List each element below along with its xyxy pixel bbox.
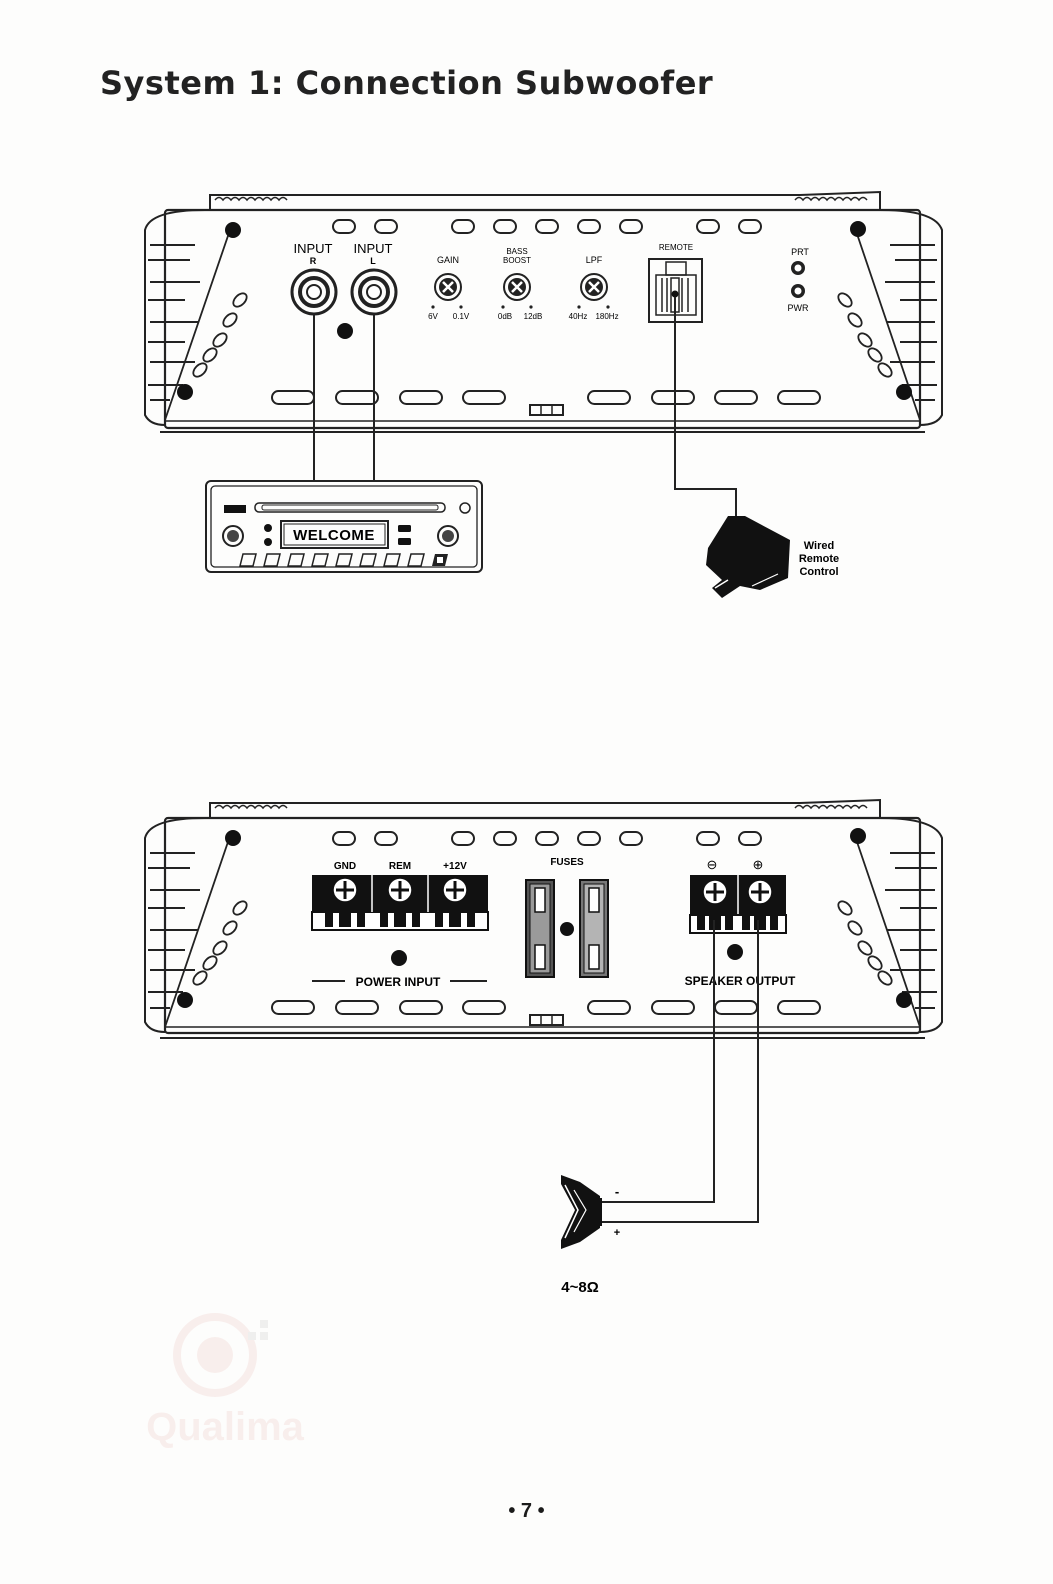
pwr-label: PWR [788, 303, 809, 313]
gain-max-label: 0.1V [453, 312, 470, 321]
page-number: • 7 • [0, 1500, 1053, 1523]
speaker-minus-label: - [615, 1184, 619, 1199]
lpf-min-label: 40Hz [569, 312, 588, 321]
rca-cables [314, 314, 374, 481]
fuse-1[interactable] [526, 880, 554, 977]
gain-label: GAIN [437, 255, 459, 265]
gain-min-label: 6V [428, 312, 438, 321]
remote-cable [675, 297, 736, 517]
12v-label: +12V [443, 861, 467, 872]
lpf-label: LPF [586, 255, 603, 265]
lpf-knob[interactable] [581, 274, 607, 300]
input-l-label: INPUT [354, 241, 393, 256]
lpf-max-label: 180Hz [595, 312, 618, 321]
prt-label: PRT [791, 247, 809, 257]
speaker-plus-symbol: ⊕ [753, 857, 764, 872]
input-l-rca-jack[interactable] [352, 270, 396, 314]
bass-boost-label-1: BASS [506, 247, 527, 256]
bass-boost-label-2: BOOST [503, 256, 531, 265]
watermark-logo: Qualima [130, 1300, 330, 1470]
speaker-output-label: SPEAKER OUTPUT [685, 974, 796, 988]
bass-boost-max-label: 12dB [524, 312, 543, 321]
input-r-rca-jack[interactable] [292, 270, 336, 314]
wired-remote-control[interactable] [706, 516, 790, 598]
gain-knob[interactable] [435, 274, 461, 300]
speaker-minus-symbol: ⊖ [707, 857, 718, 872]
speaker-wires [600, 920, 758, 1222]
rem-label: REM [389, 861, 411, 872]
remote-label: REMOTE [659, 243, 693, 252]
speaker-output-terminal[interactable] [690, 875, 786, 933]
fuses-label: FUSES [550, 857, 584, 868]
subwoofer-speaker [561, 1175, 602, 1249]
bass-boost-min-label: 0dB [498, 312, 512, 321]
power-input-label: POWER INPUT [356, 975, 441, 989]
head-unit-display-text: WELCOME [293, 527, 375, 544]
amplifier-input-panel [145, 192, 942, 432]
speaker-impedance-label: 4~8Ω [561, 1279, 598, 1296]
input-r-label: INPUT [294, 241, 333, 256]
protect-led [791, 261, 805, 275]
wired-remote-label-1: Wired [804, 540, 834, 552]
input-r-sub: R [310, 256, 317, 266]
watermark-text: Qualima [146, 1405, 305, 1449]
power-input-terminal[interactable] [312, 875, 488, 930]
wired-remote-label-2: Remote [799, 553, 839, 565]
gnd-label: GND [334, 861, 356, 872]
speaker-plus-label: + [614, 1227, 620, 1239]
bass-boost-knob[interactable] [504, 274, 530, 300]
power-led [791, 284, 805, 298]
input-l-sub: L [370, 256, 376, 266]
fuse-2[interactable] [580, 880, 608, 977]
wired-remote-label-3: Control [799, 566, 838, 578]
